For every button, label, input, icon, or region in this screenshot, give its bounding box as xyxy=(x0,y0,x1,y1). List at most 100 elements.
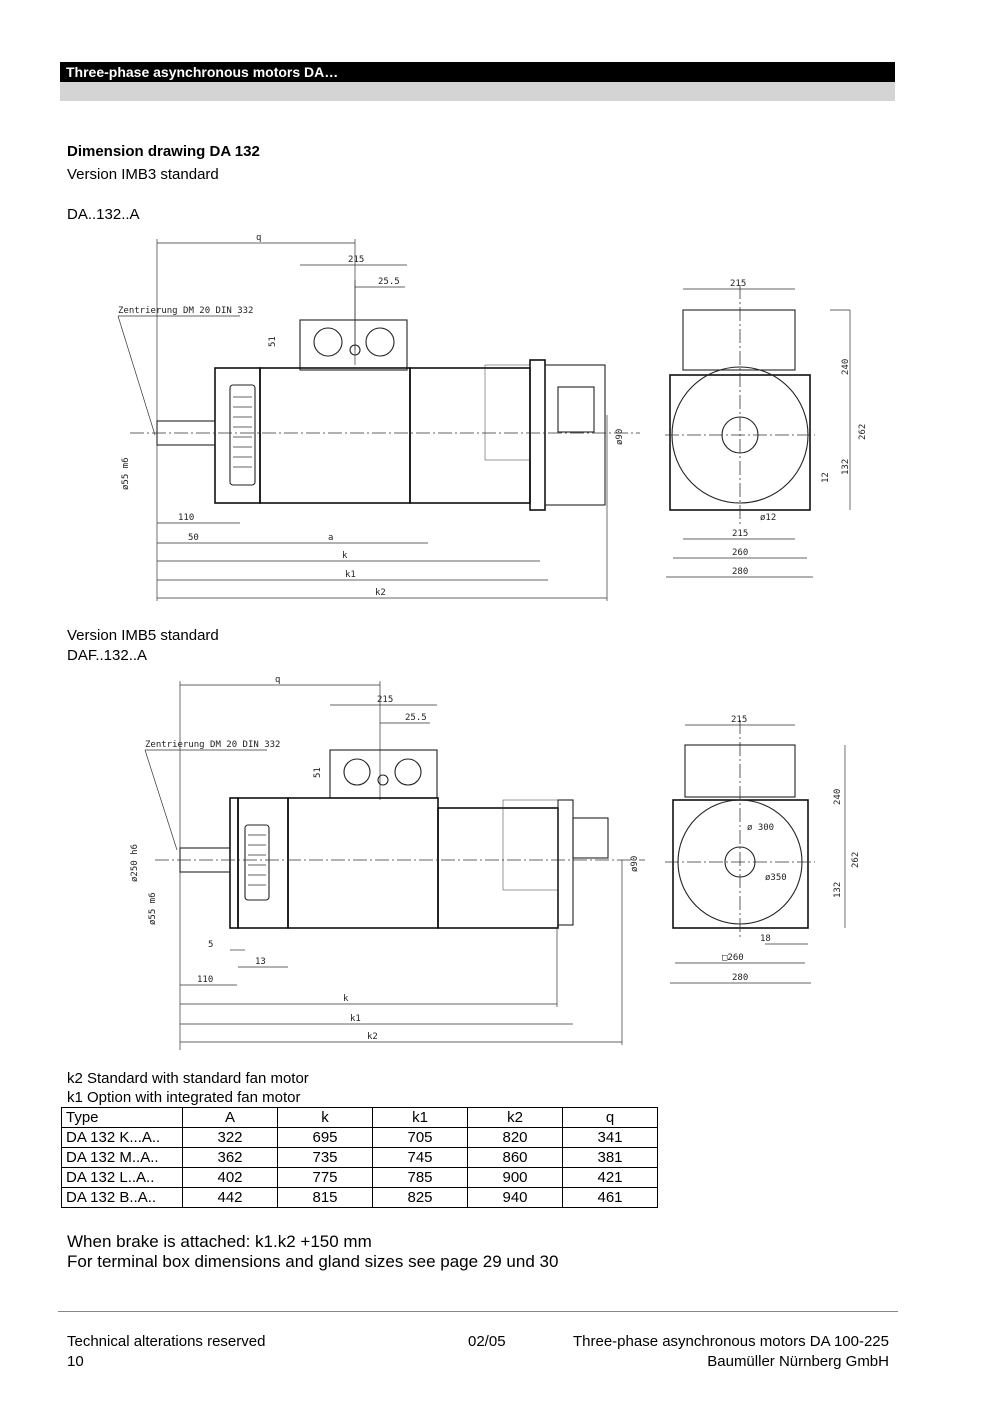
header-subbar xyxy=(60,82,895,101)
dimensions-table: Type A k k1 k2 q DA 132 K...A.. 322 695 … xyxy=(61,1107,658,1208)
dim-51: 51 xyxy=(268,336,278,347)
version-imb5: Version IMB5 standard xyxy=(67,627,219,644)
dim2-k: k xyxy=(343,994,349,1004)
dim-25-5: 25.5 xyxy=(378,277,400,287)
cell-type: DA 132 M..A.. xyxy=(61,1147,183,1168)
dimension-drawing-imb5: q 215 25.5 51 Zentrierung DM 20 DIN 332 … xyxy=(130,675,861,1050)
cell-k1: 825 xyxy=(372,1187,468,1208)
dim2-25-5: 25.5 xyxy=(405,713,427,723)
dim2-5: 5 xyxy=(208,940,213,950)
cell-q: 421 xyxy=(562,1167,658,1188)
header-a: A xyxy=(182,1107,278,1128)
dim2-110: 110 xyxy=(197,975,213,985)
side2-dim-280: 280 xyxy=(732,973,748,983)
dim-d55: ø55 m6 xyxy=(121,457,131,490)
cell-a: 322 xyxy=(182,1127,278,1148)
section-title: Dimension drawing DA 132 xyxy=(67,143,260,160)
footer-product: Three-phase asynchronous motors DA 100-2… xyxy=(572,1333,889,1350)
header-q: q xyxy=(562,1107,658,1128)
table-row: DA 132 K...A.. 322 695 705 820 341 xyxy=(61,1127,658,1148)
table-row: DA 132 L..A.. 402 775 785 900 421 xyxy=(61,1167,658,1188)
table-row: DA 132 B..A.. 442 815 825 940 461 xyxy=(61,1187,658,1208)
dim2-d90: ø90 xyxy=(630,856,640,872)
dim2-k1: k1 xyxy=(350,1014,361,1024)
dim2-215: 215 xyxy=(377,695,393,705)
side2-dim-18: 18 xyxy=(760,934,771,944)
dim-k1: k1 xyxy=(345,570,356,580)
side-dim-12: 12 xyxy=(821,472,831,483)
header-title: Three-phase asynchronous motors DA… xyxy=(66,64,339,80)
cell-q: 341 xyxy=(562,1127,658,1148)
cell-a: 362 xyxy=(182,1147,278,1168)
model-da: DA..132..A xyxy=(67,206,140,223)
dim-50: 50 xyxy=(188,533,199,543)
side2-d300: ø 300 xyxy=(747,823,774,833)
footer-alterations: Technical alterations reserved xyxy=(67,1333,266,1350)
side-dim-240: 240 xyxy=(841,359,851,375)
cell-a: 442 xyxy=(182,1187,278,1208)
cell-q: 461 xyxy=(562,1187,658,1208)
dim-110: 110 xyxy=(178,513,194,523)
cell-k1: 745 xyxy=(372,1147,468,1168)
cell-k2: 940 xyxy=(467,1187,563,1208)
cell-k: 815 xyxy=(277,1187,373,1208)
dim2-51: 51 xyxy=(313,767,323,778)
side2-d350: ø350 xyxy=(765,873,787,883)
side2-dim-sq260: □260 xyxy=(722,953,744,963)
cell-type: DA 132 L..A.. xyxy=(61,1167,183,1188)
cell-k2: 820 xyxy=(467,1127,563,1148)
footer-company: Baumüller Nürnberg GmbH xyxy=(707,1353,889,1370)
side-dim-215: 215 xyxy=(730,279,746,289)
base-dim-260: 260 xyxy=(732,548,748,558)
footer-rule xyxy=(58,1311,898,1312)
dim2-k2: k2 xyxy=(367,1032,378,1042)
dimension-drawing-imb3: q 215 25.5 51 Zentrierung DM 20 DIN 332 … xyxy=(117,233,868,601)
table-row: DA 132 M..A.. 362 735 745 860 381 xyxy=(61,1147,658,1168)
dim-d90: ø90 xyxy=(615,429,625,445)
remark-brake: When brake is attached: k1.k2 +150 mm xyxy=(67,1232,372,1251)
side-dim-262: 262 xyxy=(858,424,868,440)
cooling-fins-2 xyxy=(244,824,270,901)
cell-k: 695 xyxy=(277,1127,373,1148)
cell-k1: 785 xyxy=(372,1167,468,1188)
side2-dim-262: 262 xyxy=(851,852,861,868)
dim2-d55: ø55 m6 xyxy=(148,892,158,925)
centering2-label: Zentrierung DM 20 DIN 332 xyxy=(145,740,280,750)
base-dim-280: 280 xyxy=(732,567,748,577)
cooling-fins xyxy=(229,384,256,486)
header-k: k xyxy=(277,1107,373,1128)
dim2-q: q xyxy=(275,675,280,685)
cell-k2: 860 xyxy=(467,1147,563,1168)
dim-k2: k2 xyxy=(375,588,386,598)
cell-k2: 900 xyxy=(467,1167,563,1188)
page-number: 10 xyxy=(67,1353,84,1370)
cell-q: 381 xyxy=(562,1147,658,1168)
dim-k: k xyxy=(342,551,348,561)
side2-dim-132: 132 xyxy=(833,882,843,898)
remark-terminal: For terminal box dimensions and gland si… xyxy=(67,1252,559,1271)
cell-k: 775 xyxy=(277,1167,373,1188)
cell-a: 402 xyxy=(182,1167,278,1188)
footer-date: 02/05 xyxy=(468,1333,506,1350)
table-header-row: Type A k k1 k2 q xyxy=(61,1107,658,1128)
centering-label: Zentrierung DM 20 DIN 332 xyxy=(118,306,253,316)
dim2-13: 13 xyxy=(255,957,266,967)
note-k2: k2 Standard with standard fan motor xyxy=(67,1070,309,1087)
cell-k1: 705 xyxy=(372,1127,468,1148)
dim-a: a xyxy=(328,533,333,543)
cell-k: 735 xyxy=(277,1147,373,1168)
dim2-d250: ø250 h6 xyxy=(130,844,140,882)
header-type: Type xyxy=(61,1107,183,1128)
dim-215: 215 xyxy=(348,255,364,265)
header-k1: k1 xyxy=(372,1107,468,1128)
cell-type: DA 132 K...A.. xyxy=(61,1127,183,1148)
side2-dim-240: 240 xyxy=(833,789,843,805)
note-k1: k1 Option with integrated fan motor xyxy=(67,1089,301,1106)
version-imb3: Version IMB3 standard xyxy=(67,166,219,183)
dim-q: q xyxy=(256,233,261,243)
side-dim-132: 132 xyxy=(841,459,851,475)
model-daf: DAF..132..A xyxy=(67,647,148,664)
base-dim-215: 215 xyxy=(732,529,748,539)
header-k2: k2 xyxy=(467,1107,563,1128)
header-bar xyxy=(60,62,895,82)
